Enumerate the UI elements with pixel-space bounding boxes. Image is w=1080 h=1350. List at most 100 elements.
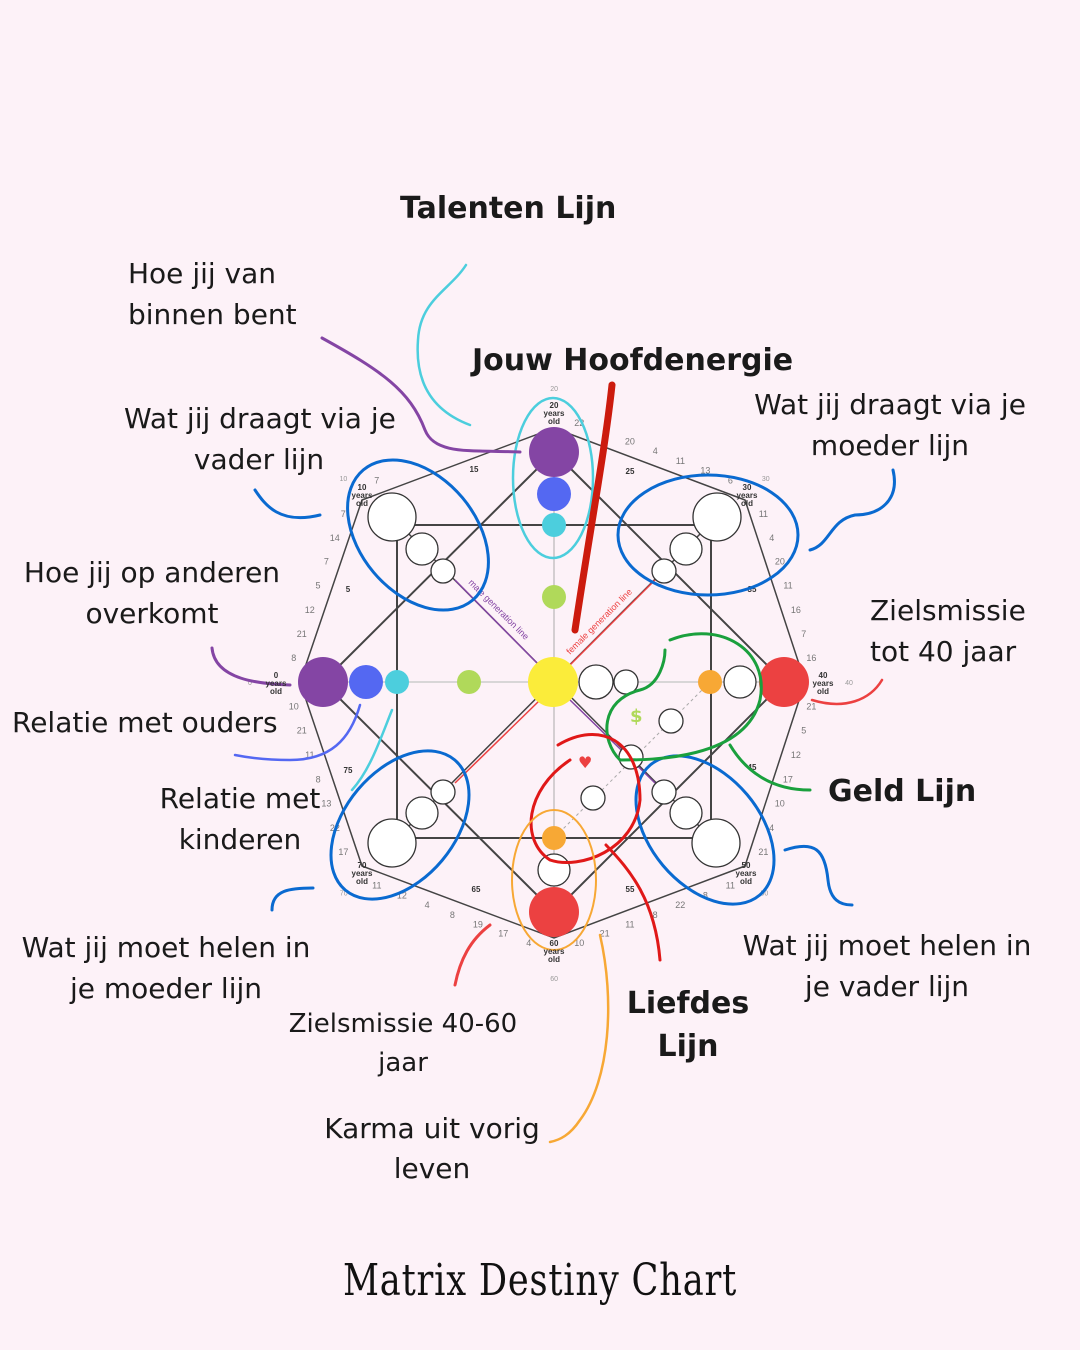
male-generation-arrow-2 (569, 699, 656, 784)
left-energy-purple (298, 657, 348, 707)
ring-number: 5 (315, 581, 320, 591)
label-ziel40-2: tot 40 jaar (870, 635, 1017, 668)
ring-number: 17 (338, 847, 348, 857)
minor-age-label: 5 (346, 585, 351, 594)
liefdes-lijn-title-2: Lijn (657, 1029, 719, 1064)
red-soul4060-stroke (453, 923, 492, 987)
left-energy-blue (349, 665, 383, 699)
ring-number: 4 (769, 533, 774, 543)
blue-mother-ellipse (616, 473, 800, 597)
label-anderen-2: overkomt (85, 597, 219, 630)
label-karma-1: Karma uit vorig (324, 1112, 540, 1145)
label-anderen-1: Hoe jij op anderen (23, 556, 281, 589)
label-heal-moeder-1: Wat jij moet helen in (21, 931, 311, 964)
bottom-energy-red (529, 887, 579, 937)
green-money-loop (605, 632, 763, 762)
label-ziel40-1: Zielsmissie (870, 594, 1026, 627)
ring-number: 4 (425, 900, 430, 910)
age-marker-60: 60 years old (543, 939, 565, 964)
minor-age-label: 15 (470, 465, 479, 474)
minor-age-label: 35 (748, 585, 757, 594)
ring-number: 22 (574, 418, 584, 428)
ring-number: 20 (775, 557, 785, 567)
green-money-stroke (728, 743, 812, 792)
annotations (210, 263, 896, 1144)
label-binnen-2: binnen bent (128, 298, 297, 331)
ring-number: 19 (473, 919, 483, 929)
label-kinderen-2: kinderen (178, 823, 302, 856)
ring-number: 22 (675, 900, 685, 910)
right-energy-red (759, 657, 809, 707)
blue-heal-father-stroke (783, 844, 854, 907)
age-marker-10: 10 years old (351, 483, 373, 508)
center-energy-yellow (528, 657, 578, 707)
cyan-children-stroke (350, 708, 394, 792)
minor-age-label: 45 (748, 763, 757, 772)
label-ziel4060-2: jaar (378, 1048, 428, 1078)
ring-number: 17 (783, 774, 793, 784)
ring-number: 12 (397, 890, 407, 900)
minor-age-label: 75 (344, 766, 353, 775)
red-love-stroke (604, 843, 662, 962)
label-karma-2: leven (393, 1152, 471, 1185)
blue-mother-stroke (808, 468, 896, 552)
ring-number: 11 (372, 881, 381, 891)
age-marker-70: 70 years old (351, 861, 373, 886)
ring-number: 12 (791, 750, 801, 760)
left-energy-green (457, 670, 481, 694)
left-energy-cyan (385, 670, 409, 694)
ring-number: 8 (450, 910, 455, 920)
ring-number: 7 (324, 557, 329, 567)
female-generation-arrow (569, 579, 656, 666)
age-number-tag: 30 (762, 476, 770, 483)
ring-number: 13 (321, 799, 331, 809)
label-heal-vader-1: Wat jij moet helen in (742, 929, 1032, 962)
cyan-talent-ellipse (511, 396, 595, 560)
bottom-energy-orange (542, 826, 566, 850)
ring-number: 8 (316, 774, 321, 784)
ring-number: 6 (728, 476, 733, 486)
label-ouders: Relatie met ouders (12, 706, 278, 739)
ring-number: 21 (806, 701, 816, 711)
label-binnen-1: Hoe jij van (128, 257, 277, 290)
ring-number: 8 (703, 890, 708, 900)
minor-age-label: 55 (626, 885, 635, 894)
blue-heal-father-ellipse (634, 754, 776, 906)
top-energy-purple (529, 427, 579, 477)
age-number-tag: 0 (248, 680, 252, 687)
ring-number: 8 (291, 653, 296, 663)
ring-number: 4 (653, 446, 658, 456)
label-vader-1: Wat jij draagt via je (124, 402, 396, 435)
label-ziel4060-1: Zielsmissie 40-60 (288, 1009, 518, 1039)
minor-age-label: 65 (472, 885, 481, 894)
top-energy-cyan (542, 513, 566, 537)
blue-heal-mother-ellipse (329, 749, 471, 901)
label-heal-moeder-2: je moeder lijn (69, 972, 263, 1005)
footer-title: Matrix Destiny Chart (342, 1255, 738, 1306)
age-number-tag: 40 (845, 680, 853, 687)
talenten-lijn-title: Talenten Lijn (400, 191, 617, 226)
label-kinderen-1: Relatie met (159, 782, 321, 815)
hoofdenergie-title: Jouw Hoofdenergie (472, 343, 794, 378)
top-energy-blue (537, 477, 571, 511)
ring-number: 4 (526, 938, 531, 948)
label-moeder-1: Wat jij draagt via je (754, 388, 1026, 421)
blue-parents-stroke (233, 703, 362, 762)
purple-inner-stroke (320, 336, 522, 454)
blue-heal-mother-stroke (270, 886, 315, 912)
corner-circles (367, 492, 757, 887)
age-marker-0: 0 years old (265, 671, 287, 696)
ring-number: 7 (801, 629, 806, 639)
age-number-tag: 60 (550, 976, 558, 983)
geld-lijn-title: Geld Lijn (828, 774, 977, 809)
ring-number: 17 (498, 929, 508, 939)
ring-number: 11 (726, 881, 735, 891)
age-number-tag: 50 (761, 890, 769, 897)
cyan-talent-stroke (416, 263, 472, 427)
ring-number: 10 (574, 938, 584, 948)
ring-number: 21 (297, 726, 307, 736)
blue-father-ellipse (346, 458, 490, 612)
orange-karma-ellipse (511, 809, 597, 951)
age-number-tag: 10 (340, 476, 348, 483)
ring-number: 7 (341, 509, 346, 519)
